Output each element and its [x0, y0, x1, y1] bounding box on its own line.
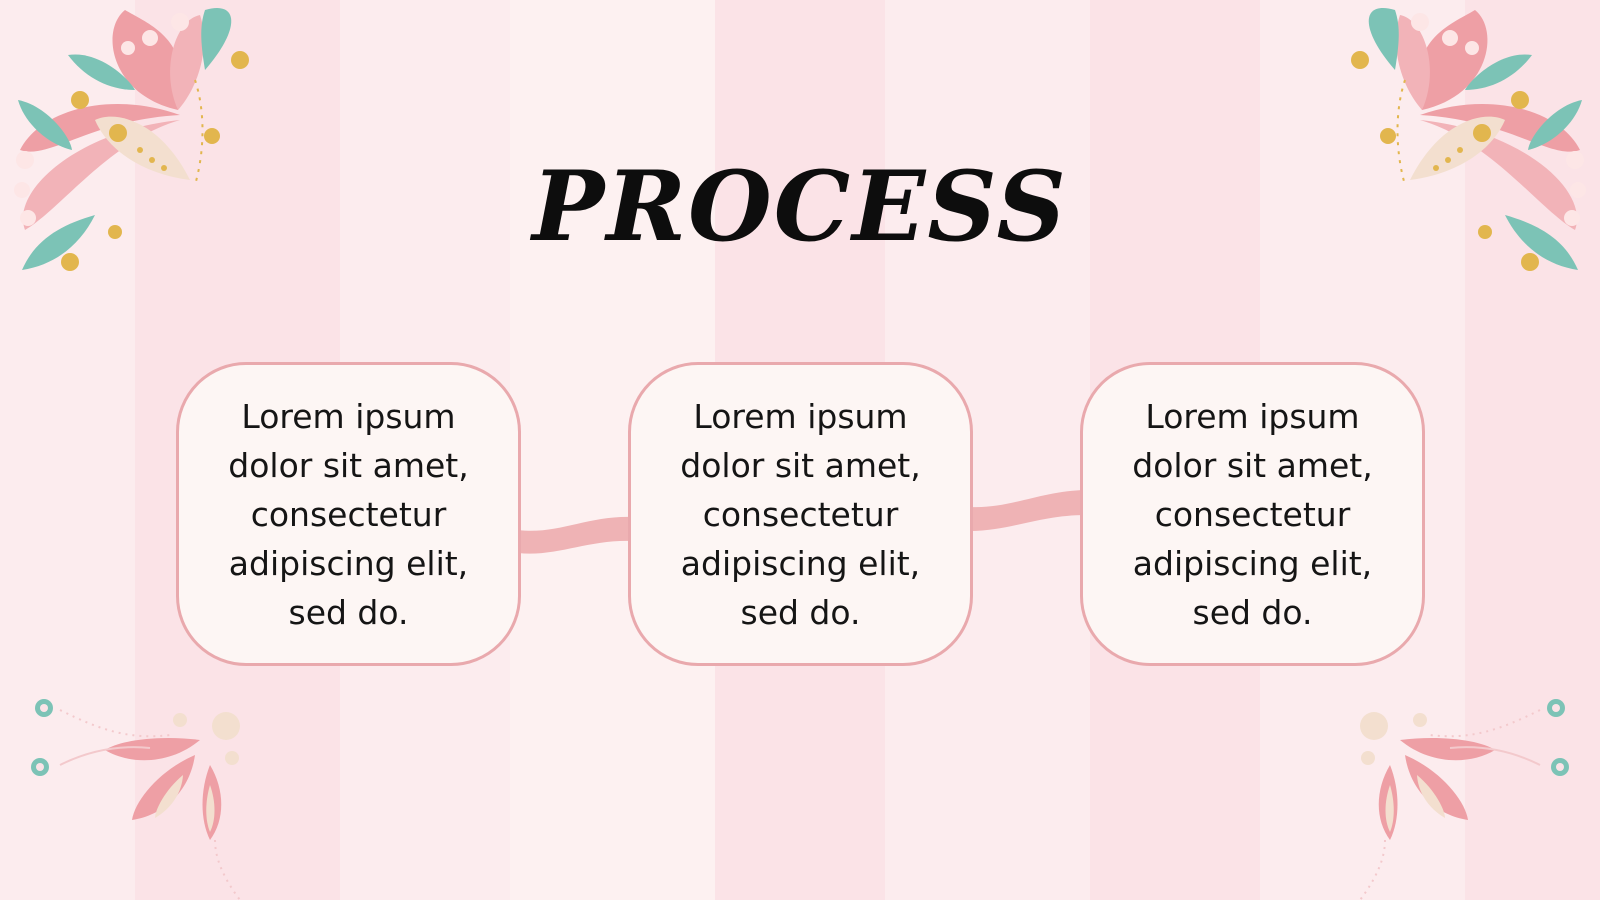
floral-ornament-top-left-icon	[14, 8, 249, 271]
process-step-3: Lorem ipsum dolor sit amet, consectetur …	[1080, 362, 1425, 666]
step-text: Lorem ipsum dolor sit amet, consectetur …	[680, 396, 921, 632]
connector-2-3	[970, 490, 1086, 531]
page-title: PROCESS	[532, 150, 1068, 263]
process-step-2: Lorem ipsum dolor sit amet, consectetur …	[628, 362, 973, 666]
connector-1-2	[518, 516, 634, 554]
floral-ornament-top-right-icon	[1351, 8, 1586, 271]
floral-ornament-bottom-left-icon	[31, 699, 241, 900]
floral-ornament-bottom-right-icon	[1359, 699, 1569, 900]
step-text: Lorem ipsum dolor sit amet, consectetur …	[1132, 396, 1373, 632]
step-text: Lorem ipsum dolor sit amet, consectetur …	[228, 396, 469, 632]
process-step-1: Lorem ipsum dolor sit amet, consectetur …	[176, 362, 521, 666]
